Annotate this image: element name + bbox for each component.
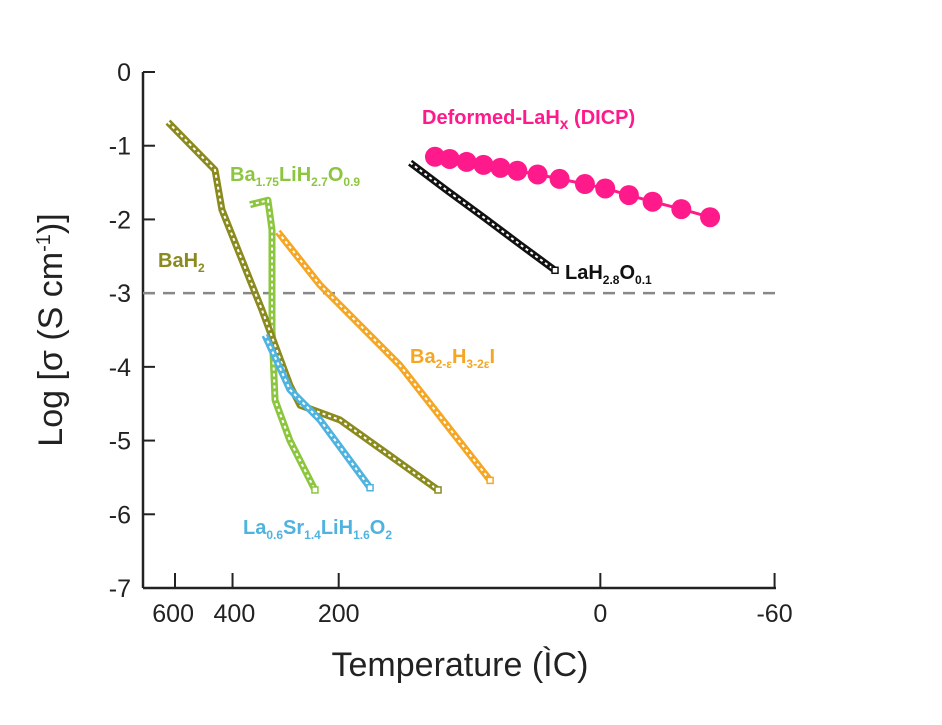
y-tick-label: -5 [109, 428, 131, 456]
series-label-bah2: BaH2 [158, 250, 205, 275]
data-point-ba2-h3-2-i [486, 476, 494, 485]
data-point-deformed-lahx-dicp- [574, 174, 595, 195]
x-axis-label: Temperature (ÌC) [332, 646, 589, 684]
data-point-deformed-lahx-dicp- [642, 191, 663, 212]
series-label-lah2-8o0-1: LaH2.8O0.1 [565, 262, 652, 287]
data-point-deformed-lahx-dicp- [473, 154, 494, 175]
data-point-deformed-lahx-dicp- [424, 146, 445, 167]
x-tick-label: 200 [318, 600, 360, 628]
y-tick-label: -2 [109, 206, 131, 234]
series-marks [165, 119, 721, 494]
series-hatch-bah2 [167, 121, 439, 491]
series-hatch-ba2-h3-2-i [277, 231, 491, 481]
data-point-deformed-lahx-dicp- [490, 157, 511, 178]
y-tick-label: 0 [117, 59, 131, 87]
series-hatch-la0-6sr1-4lih1-6o2 [263, 334, 371, 489]
data-point-deformed-lahx-dicp- [527, 164, 548, 185]
data-point-bah2 [434, 486, 442, 494]
series-label-ba2-h3-2-i: Ba2-εH3-2εI [410, 346, 495, 371]
x-tick-label: 0 [593, 600, 607, 628]
y-tick-label: -3 [109, 280, 131, 308]
y-axis-label: Log [σ (S cm-1)] [32, 213, 70, 446]
y-tick-label: -4 [109, 354, 131, 382]
series-hatch-ba1-75lih2-7o0-9 [249, 199, 316, 491]
data-point-la0-6sr1-4lih1-6o2 [366, 483, 374, 492]
series-hatch-lah2-8o0-1 [409, 161, 556, 272]
data-point-deformed-lahx-dicp- [671, 199, 692, 220]
data-point-lah2-8o0-1 [551, 266, 559, 275]
series-label-ba1-75lih2-7o0-9: Ba1.75LiH2.7O0.9 [230, 164, 360, 189]
y-tick-label: -1 [109, 133, 131, 161]
series-label-deformed-lahx-dicp-: Deformed-LaHx (DICP) [422, 107, 635, 133]
data-point-deformed-lahx-dicp- [618, 185, 639, 206]
y-tick-label: -7 [109, 575, 131, 603]
data-point-deformed-lahx-dicp- [700, 207, 721, 228]
data-point-deformed-lahx-dicp- [507, 160, 528, 181]
data-point-deformed-lahx-dicp- [595, 178, 616, 199]
series-labels: Deformed-LaHx (DICP) LaH2.8O0.1 Ba1.75LiH2… [158, 107, 652, 542]
data-point-deformed-lahx-dicp- [439, 148, 460, 169]
x-tick-label: 600 [152, 600, 194, 628]
data-point-deformed-lahx-dicp- [549, 168, 570, 189]
axes: 0 -1 -2 -3 -4 -5 -6 -7 600 400 200 0 -60 [109, 59, 793, 628]
data-point-ba1-75lih2-7o0-9 [311, 486, 319, 494]
series-line-ba1-75lih2-7o0-9 [249, 196, 319, 492]
y-tick-label: -6 [109, 501, 131, 529]
data-point-deformed-lahx-dicp- [456, 151, 477, 172]
x-tick-label: 400 [214, 600, 256, 628]
series-label-la0-6sr1-4lih1-6o2: La0.6Sr1.4LiH1.6O2 [243, 517, 392, 542]
x-tick-label: -60 [756, 600, 792, 628]
